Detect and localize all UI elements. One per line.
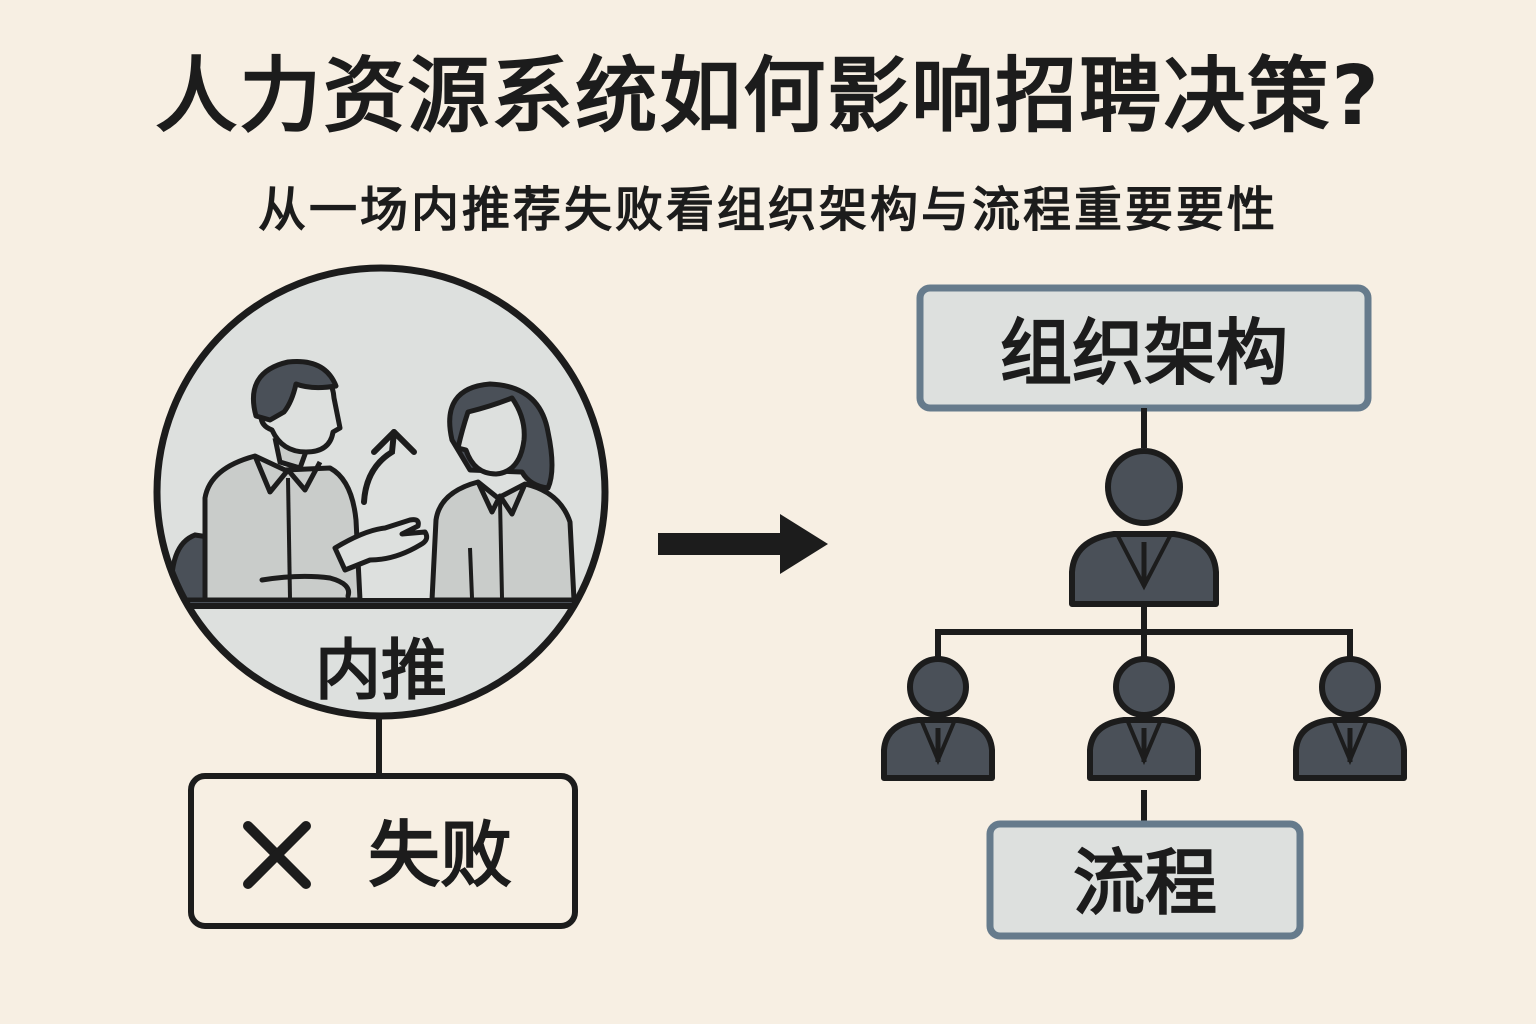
referral-label: 内推	[315, 632, 447, 709]
man-collar-icon	[252, 455, 323, 495]
org-structure: 组织架构	[881, 284, 1407, 940]
org-structure-label: 组织架构	[1000, 311, 1288, 395]
man-hand-icon	[332, 517, 430, 573]
manager-person-icon	[1069, 448, 1219, 607]
fail-text: 失败	[368, 813, 512, 897]
process-box	[986, 820, 1304, 940]
staff-person-icon	[1087, 656, 1201, 781]
woman-face-icon	[455, 395, 527, 477]
man-shirt-line-icon	[286, 477, 292, 599]
page-subtitle: 从一场内推荐失败看组织架构与流程重要要性	[257, 182, 1278, 238]
woman-collar-icon	[475, 480, 528, 517]
staff-person-icon	[881, 656, 995, 781]
process-label: 流程	[1073, 841, 1217, 925]
woman-arm-line-icon	[468, 547, 474, 599]
up-arrow-head-icon	[371, 429, 417, 455]
fail-box: 失败	[188, 773, 578, 929]
page-title: 人力资源系统如何影响招聘决策?	[155, 49, 1381, 144]
cross-icon	[243, 821, 311, 889]
woman-shirt-line-icon	[498, 499, 504, 599]
right-arrow-icon	[658, 514, 828, 574]
referral-scene: 内推	[153, 264, 609, 720]
fail-box-frame	[188, 773, 578, 929]
man-hair-icon	[250, 359, 339, 423]
up-arrow-icon	[361, 429, 397, 505]
staff-person-icon	[1293, 656, 1407, 781]
man-lower-hand-icon	[259, 573, 352, 599]
